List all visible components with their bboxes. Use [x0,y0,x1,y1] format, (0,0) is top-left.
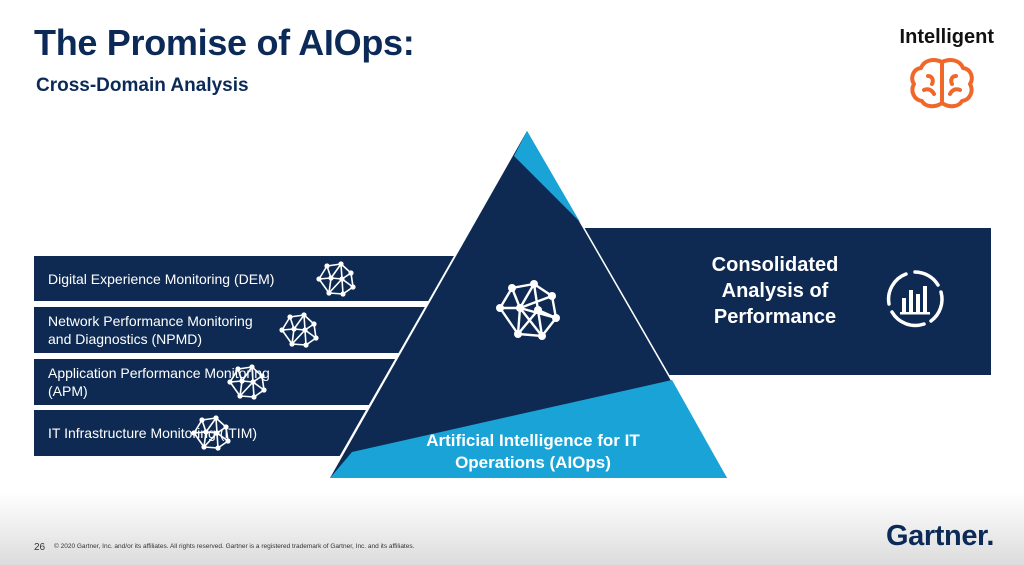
bar-chart-circle-icon [886,270,944,328]
bar-npmd-label: Network Performance Monitoring and Diagn… [48,313,253,347]
bar-dem-label: Digital Experience Monitoring (DEM) [48,270,275,287]
network-icon [191,415,231,451]
network-icon [316,261,356,297]
aiops-label: Artificial Intelligence for IT Operation… [426,431,640,472]
slide-title: The Promise of AIOps: [34,22,415,63]
footer [0,492,1024,565]
pyramid-top-accent [514,131,580,222]
copyright-text: © 2020 Gartner, Inc. and/or its affiliat… [54,543,415,550]
page-number: 26 [34,542,46,553]
gartner-logo: Gartner. [885,520,994,552]
intelligent-label: Intelligent [899,26,994,48]
slide-subtitle: Cross-Domain Analysis [36,75,249,96]
bar-npmd: Network Performance Monitoring and Diagn… [34,307,464,353]
brain-icon [910,58,974,109]
bar-apm-label: Application Performance Monitoring (APM) [48,365,270,399]
network-icon [496,280,560,340]
bar-dem: Digital Experience Monitoring (DEM) [34,256,464,301]
network-icon [227,364,267,400]
pyramid-base-accent [330,380,727,478]
network-icon [279,312,319,348]
consolidated-label: Consolidated Analysis of Performance [711,254,839,328]
